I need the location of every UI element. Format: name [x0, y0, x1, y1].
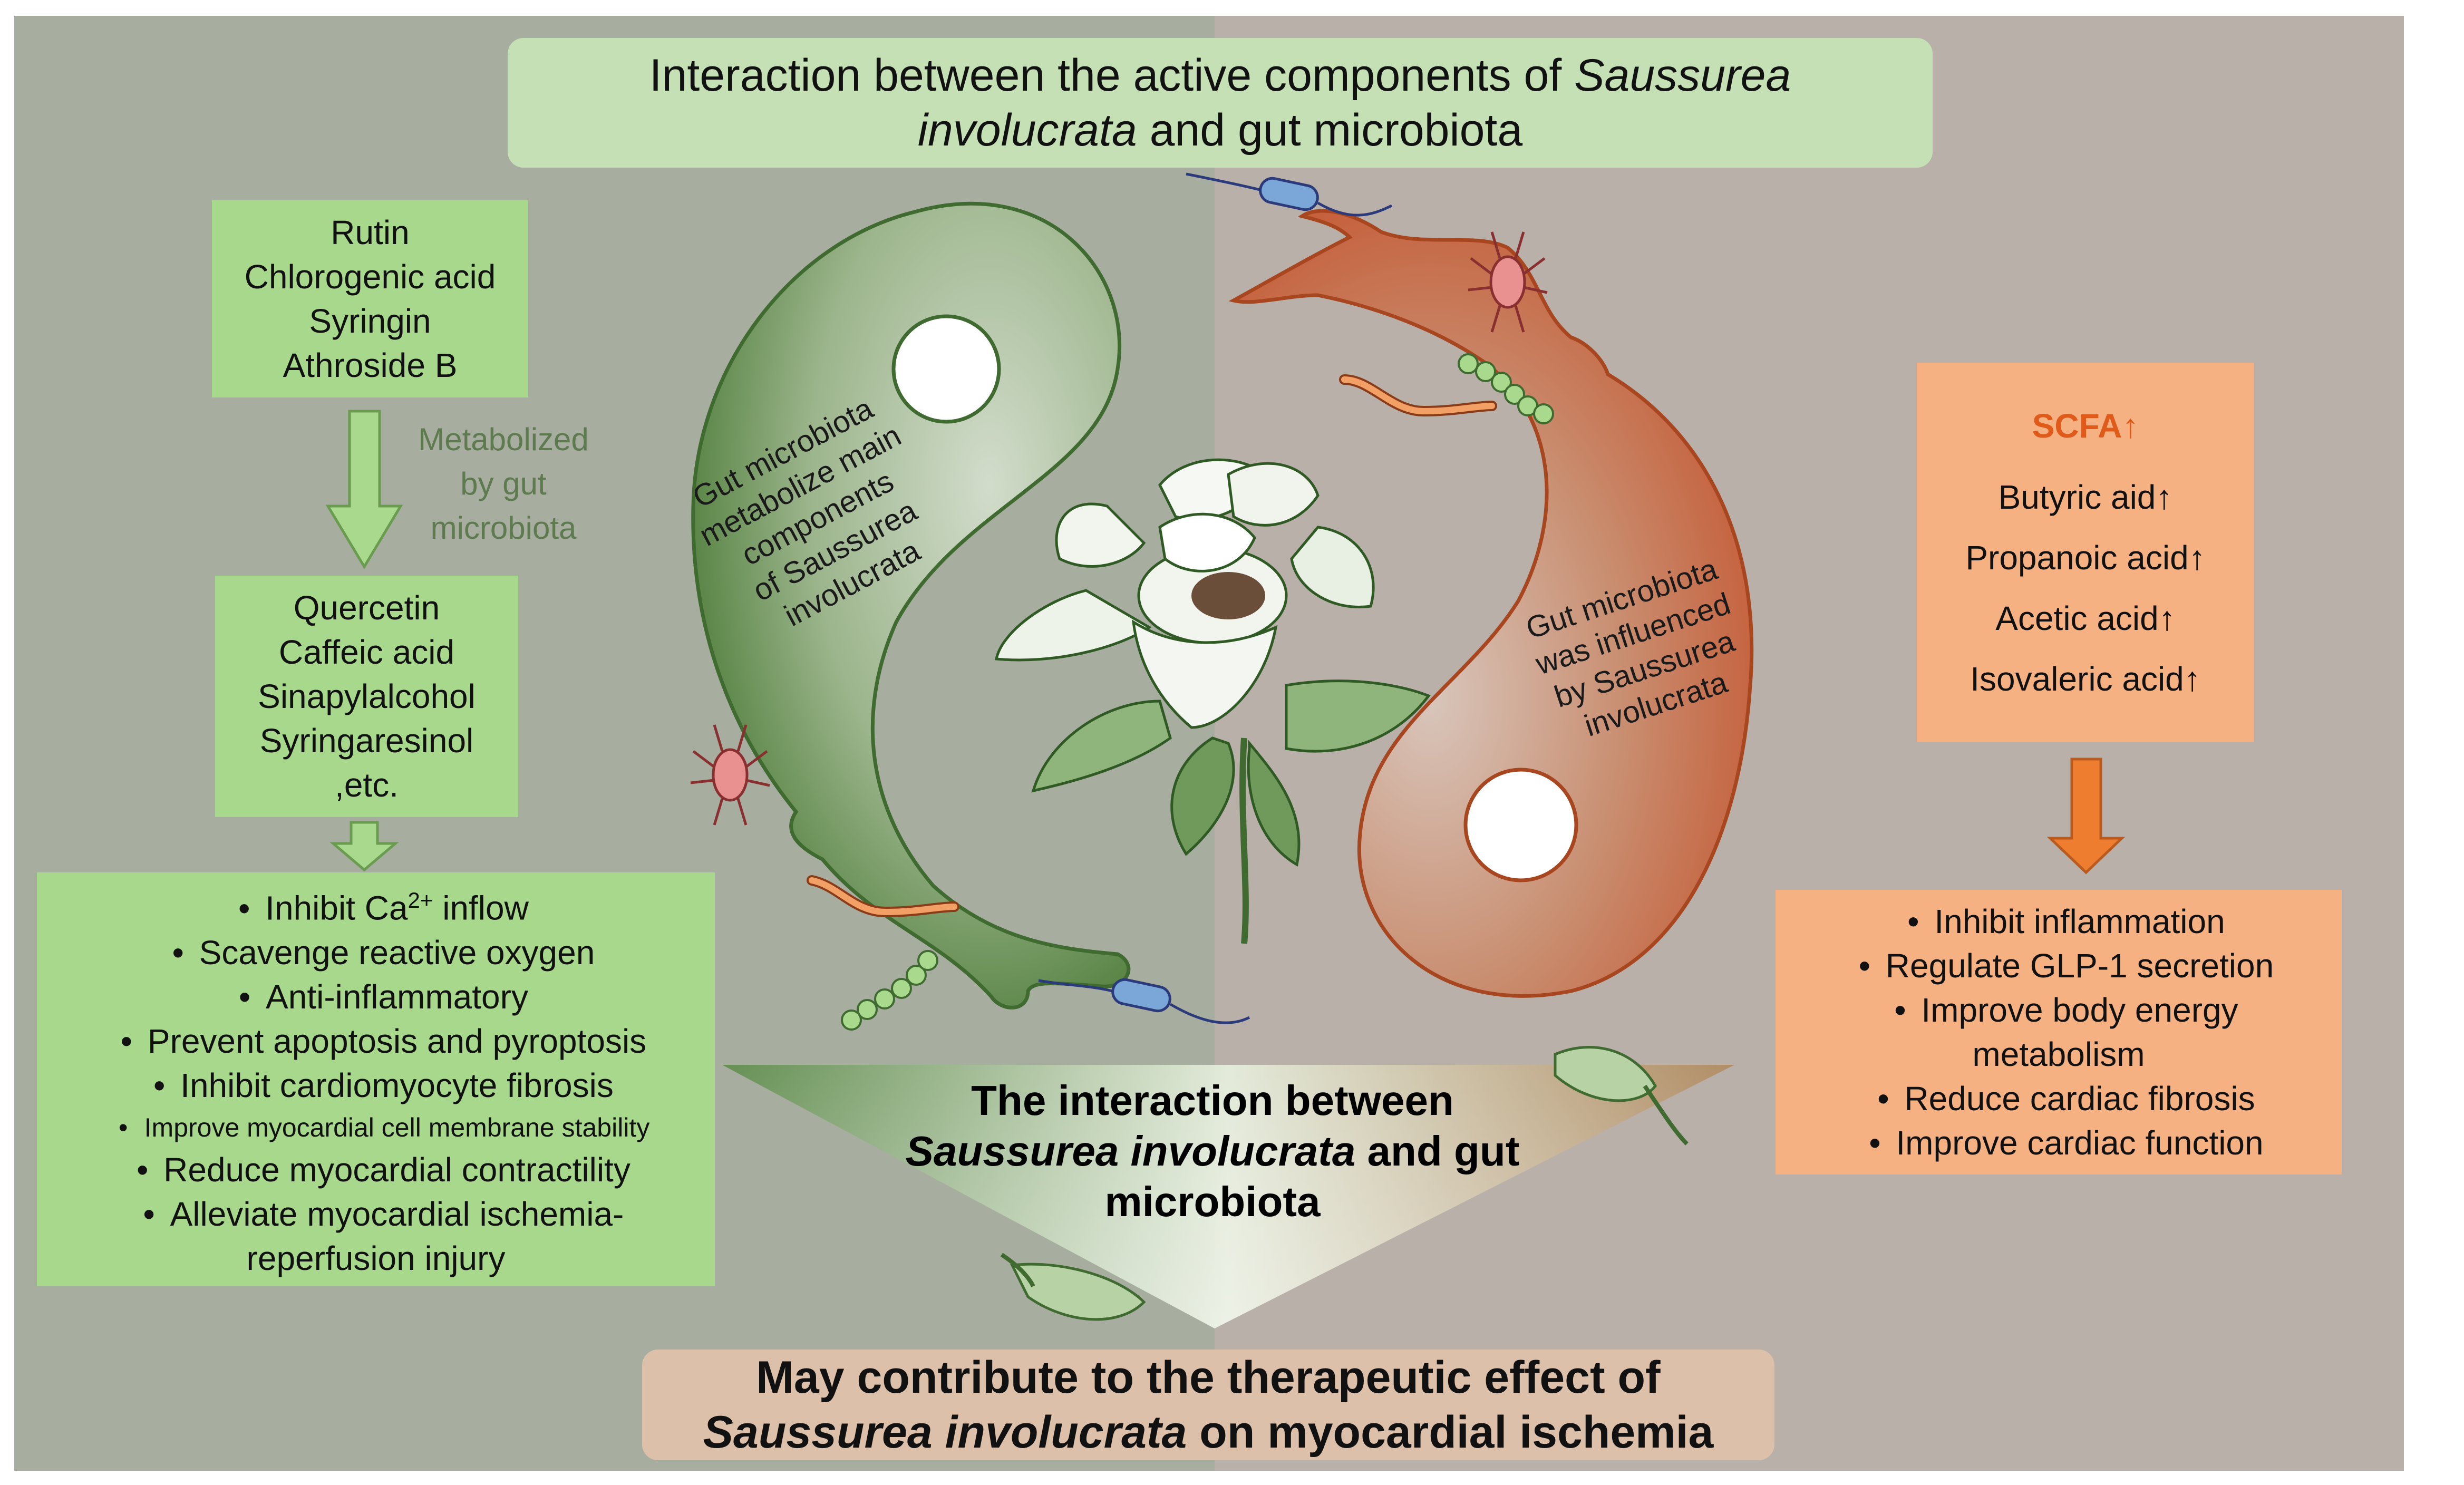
effect-item: Improve myocardial cell membrane stabili…: [102, 1108, 650, 1148]
effect-superscript: 2+: [408, 888, 433, 913]
effect-item: Inhibit Ca2+ inflow: [102, 878, 650, 930]
saussurea-flower-icon: [994, 458, 1431, 944]
scfa-item: Acetic acid↑: [1995, 599, 2176, 637]
scfa-title: SCFA↑: [2032, 406, 2139, 445]
leaf-icon: [1000, 1253, 1146, 1321]
gut-shape-green: [691, 201, 1131, 1010]
effect-item: Inhibit inflammation: [1844, 899, 2274, 944]
effect-item: Inhibit cardiomyocyte fibrosis: [102, 1063, 650, 1108]
bacterium-rod-icon: [1038, 978, 1250, 1024]
bacterium-rod-icon: [1186, 172, 1393, 217]
effect-item: Regulate GLP-1 secretion: [1844, 944, 2274, 988]
bacterium-spiral-icon: [1339, 374, 1497, 417]
metabolite-item: Caffeic acid: [278, 633, 455, 671]
center-interaction-text: The interaction between Saussurea involu…: [801, 1075, 1624, 1227]
bacteria-chain-icon: [841, 950, 938, 1031]
effect-continuation: reperfusion injury: [246, 1239, 506, 1277]
component-item: Syringin: [309, 302, 431, 340]
metabolized-label-line: microbiota: [430, 510, 577, 546]
gut-shape-orange: [1228, 209, 1754, 998]
effect-item: Scavenge reactive oxygen: [102, 930, 650, 975]
effects-left-box: Inhibit Ca2+ inflow Scavenge reactive ox…: [37, 872, 715, 1286]
title-italic-text: Saussurea: [1574, 50, 1791, 101]
effect-text: Inhibit Ca: [265, 889, 408, 927]
page-title: Interaction between the active component…: [508, 38, 1933, 168]
metabolite-item: Sinapylalcohol: [258, 677, 476, 715]
leaf-icon: [1554, 1046, 1689, 1146]
effects-left-list: Inhibit Ca2+ inflow Scavenge reactive ox…: [102, 878, 650, 1236]
metabolized-label: Metabolized by gut microbiota: [401, 418, 606, 550]
effect-item: Prevent apoptosis and pyroptosis: [102, 1019, 650, 1063]
metabolites-box: Quercetin Caffeic acid Sinapylalcohol Sy…: [215, 576, 518, 817]
effects-right-list: Reduce cardiac fibrosis Improve cardiac …: [1854, 1076, 2263, 1165]
center-line: Saussurea involucrata and gut: [801, 1126, 1624, 1177]
center-text: and gut: [1355, 1128, 1520, 1175]
center-line: microbiota: [1104, 1178, 1321, 1225]
bacterium-spiral-icon: [807, 875, 959, 918]
scfa-item: Butyric aid↑: [1998, 478, 2173, 516]
component-item: Rutin: [331, 213, 410, 251]
arrow-down-icon: [325, 410, 403, 569]
scfa-item: Propanoic acid↑: [1965, 538, 2206, 577]
effects-right-list: Inhibit inflammation Regulate GLP-1 secr…: [1844, 899, 2274, 1032]
center-funnel-shape: [722, 1065, 1734, 1328]
title-line: Interaction between the active component…: [649, 48, 1791, 103]
effect-text: inflow: [433, 889, 529, 927]
metabolite-item: ,etc.: [335, 766, 399, 804]
scfa-box: SCFA↑ Butyric aid↑ Propanoic acid↑ Aceti…: [1917, 363, 2254, 742]
title-text: Interaction between the active component…: [649, 50, 1575, 101]
title-line: involucrata and gut microbiota: [918, 103, 1522, 158]
bacterium-mite-icon: [690, 724, 770, 826]
conclusion-box: May contribute to the therapeutic effect…: [642, 1350, 1774, 1460]
title-text: and gut microbiota: [1137, 105, 1523, 156]
metabolized-label-line: by gut: [460, 466, 547, 501]
effect-item: Alleviate myocardial ischemia-: [102, 1192, 650, 1236]
effects-right-box: Inhibit inflammation Regulate GLP-1 secr…: [1776, 890, 2342, 1175]
metabolite-item: Quercetin: [293, 589, 440, 627]
conclusion-line: Saussurea involucrata on myocardial isch…: [703, 1405, 1714, 1460]
title-italic-text: involucrata: [917, 105, 1137, 156]
effect-item: Reduce cardiac fibrosis: [1854, 1076, 2263, 1121]
effect-item: Improve cardiac function: [1854, 1121, 2263, 1165]
center-italic-text: Saussurea involucrata: [905, 1128, 1356, 1175]
conclusion-italic-text: Saussurea involucrata: [703, 1407, 1187, 1458]
conclusion-line: May contribute to the therapeutic effect…: [756, 1352, 1661, 1403]
arrow-down-icon: [329, 821, 399, 872]
metabolite-item: Syringaresinol: [259, 722, 474, 760]
conclusion-text: on myocardial ischemia: [1187, 1407, 1714, 1458]
component-item: Athroside B: [283, 346, 458, 384]
bacterium-mite-icon: [1468, 231, 1548, 333]
metabolized-label-line: Metabolized: [418, 422, 589, 457]
component-item: Chlorogenic acid: [244, 258, 496, 296]
bacteria-chain-icon: [1458, 353, 1554, 424]
center-line: The interaction between: [971, 1077, 1454, 1124]
effect-item: Reduce myocardial contractility: [102, 1148, 650, 1192]
effect-continuation: metabolism: [1972, 1035, 2145, 1073]
scfa-item: Isovaleric acid↑: [1970, 659, 2201, 698]
components-box: Rutin Chlorogenic acid Syringin Athrosid…: [212, 200, 528, 397]
effect-item: Improve body energy: [1844, 988, 2274, 1032]
arrow-down-icon: [2046, 758, 2126, 875]
effect-item: Anti-inflammatory: [102, 975, 650, 1019]
